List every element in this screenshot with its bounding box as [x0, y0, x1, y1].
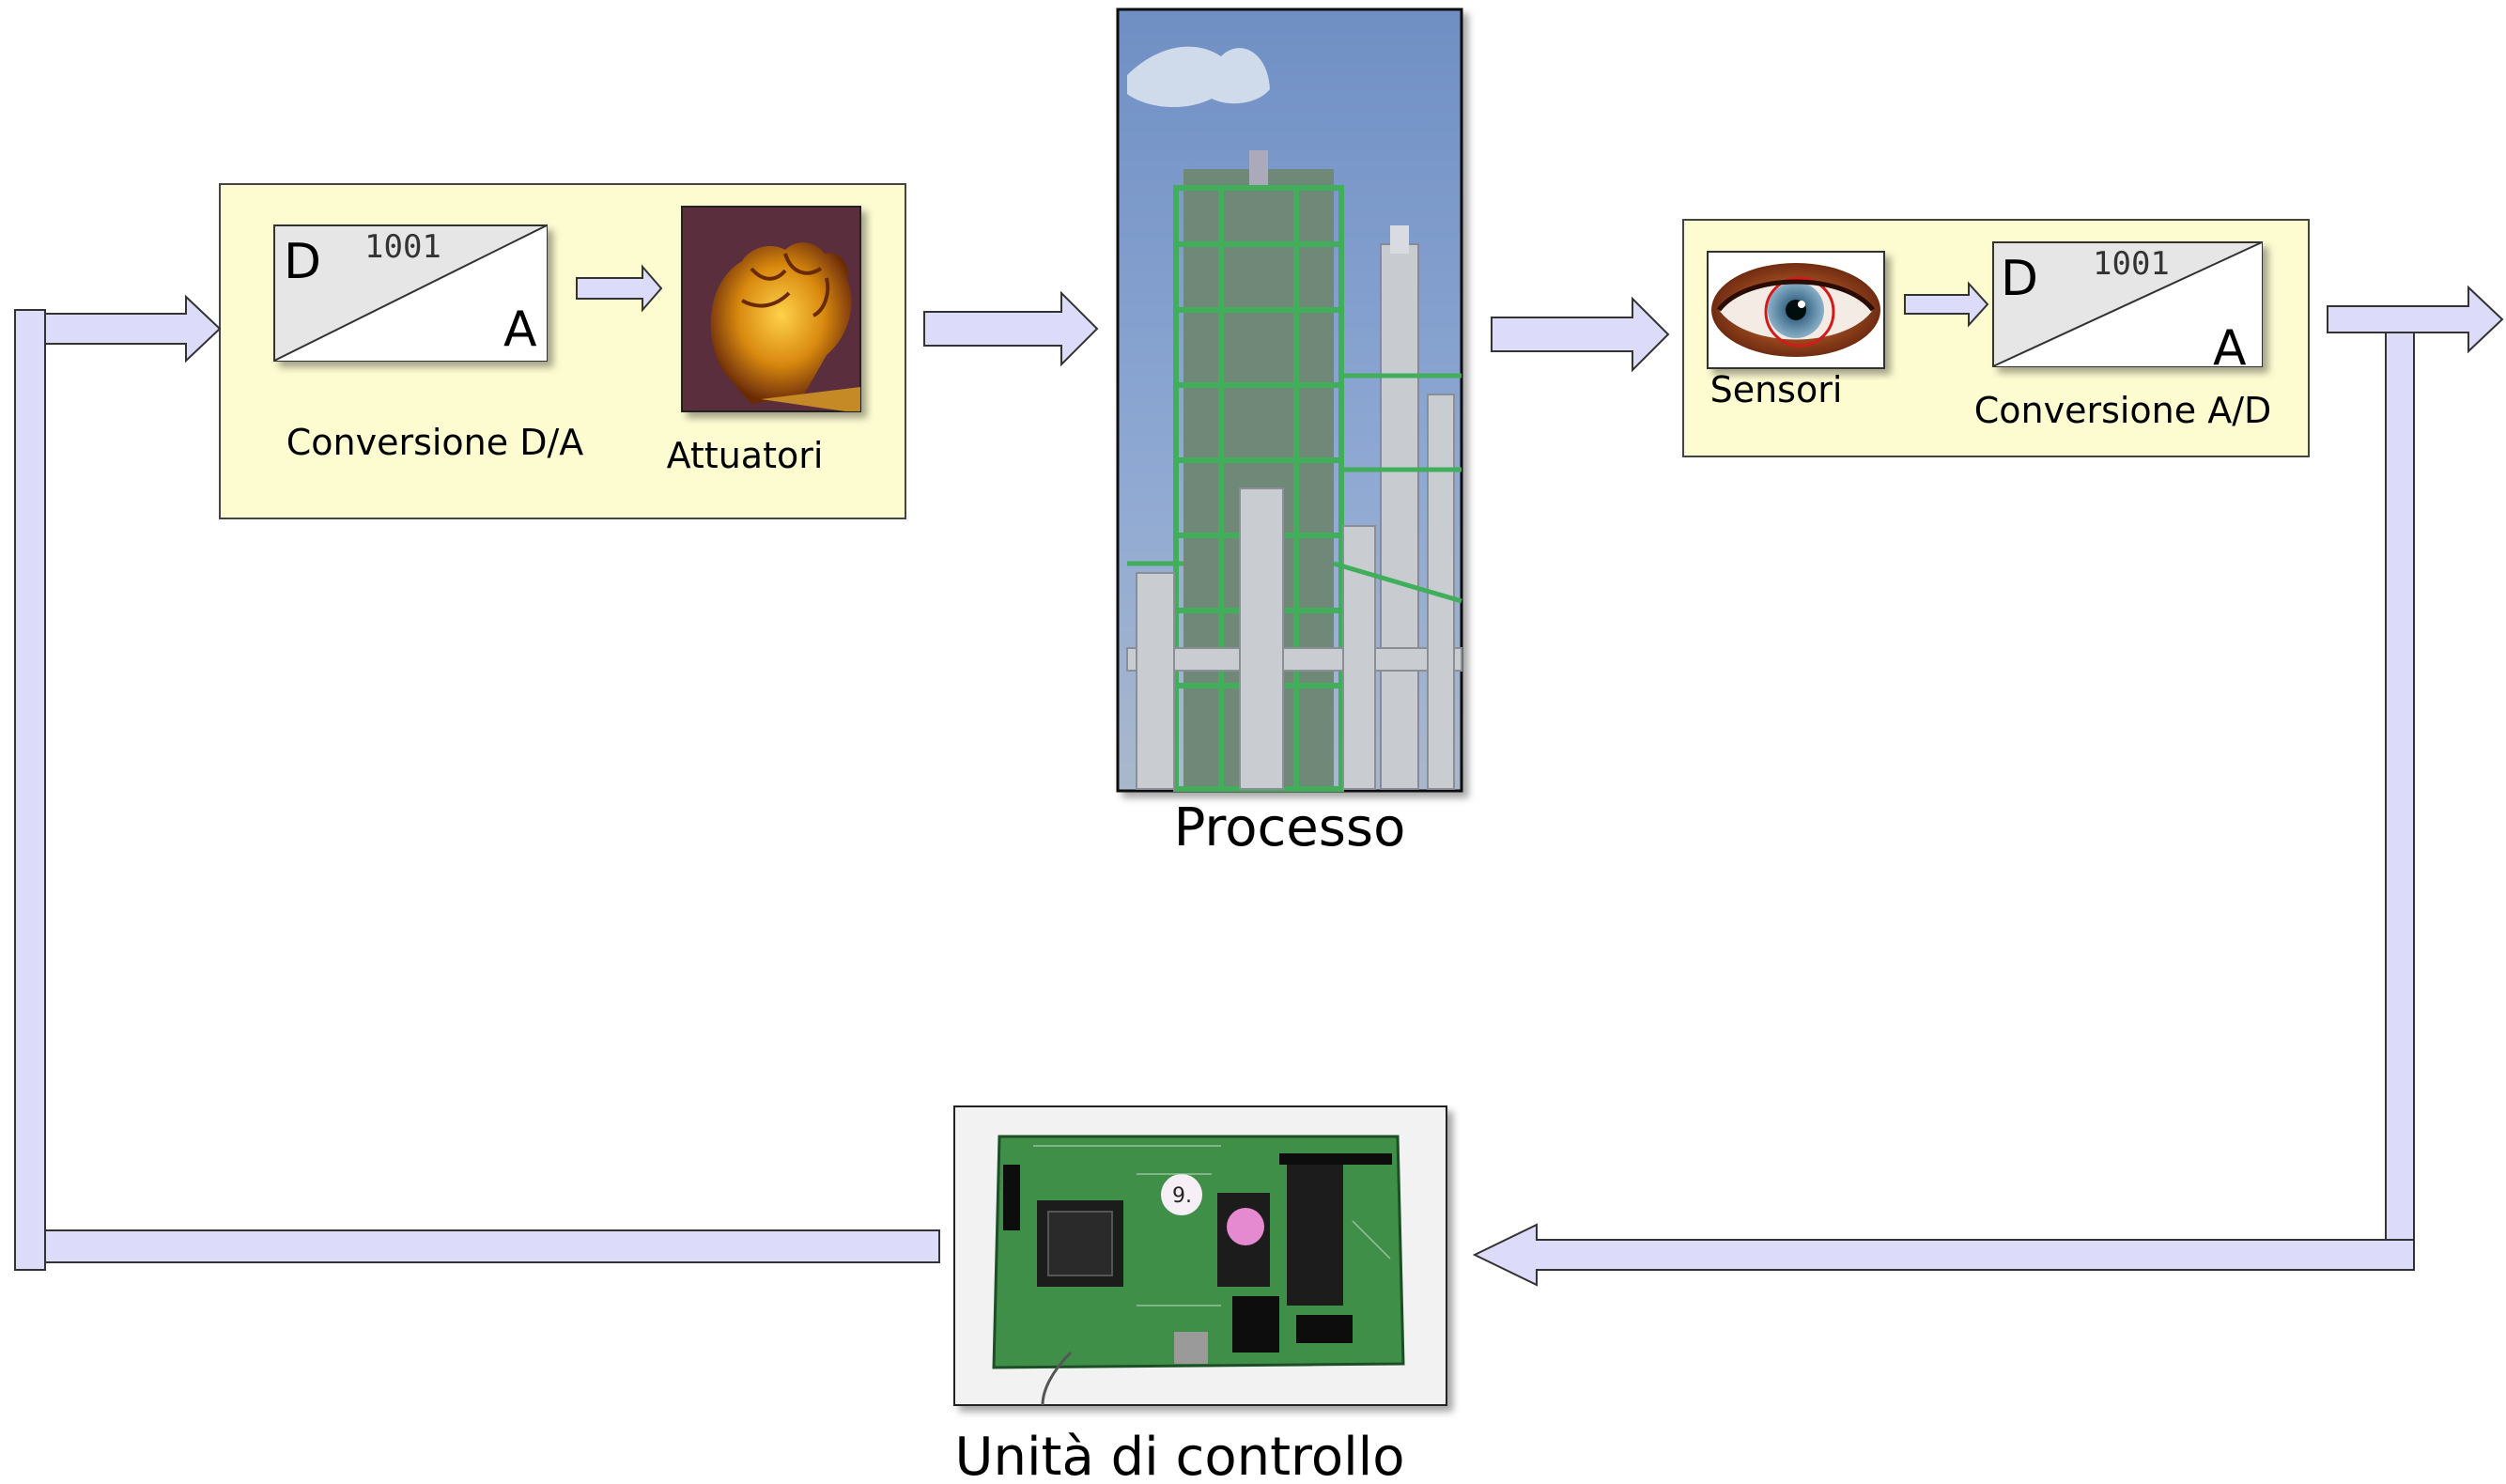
ad-letter-a: A: [2213, 320, 2247, 377]
left-feedback-bar: [14, 309, 46, 1271]
sensor-to-ad-arrow: [1904, 281, 1989, 328]
actuators-label: Attuatori: [667, 435, 824, 476]
da-letter-a: A: [503, 301, 537, 358]
fist-icon: [681, 206, 861, 412]
process-to-sensor-arrow: [1491, 296, 1670, 373]
da-converter-symbol: [273, 224, 548, 362]
da-digit-code: 1001: [364, 228, 441, 266]
da-letter-d: D: [284, 234, 321, 290]
ad-output-arrow: [2327, 285, 2504, 354]
da-conversion-label: Conversione D/A: [286, 422, 584, 463]
da-to-actuator-arrow: [576, 264, 663, 313]
process-label: Processo: [1174, 797, 1406, 858]
feedback-to-control-arrow: [1472, 1223, 2415, 1287]
ad-converter-symbol: [1992, 241, 2263, 367]
right-feedback-bar: [2385, 332, 2415, 1271]
actuator-to-process-arrow: [923, 290, 1099, 367]
svg-text:9.: 9.: [1172, 1184, 1192, 1208]
eye-icon: [1707, 251, 1885, 369]
control-to-da-arrow: [44, 294, 222, 363]
ad-letter-d: D: [2001, 251, 2038, 307]
ad-conversion-label: Conversione A/D: [1974, 390, 2272, 431]
ad-block: Sensori D 1001 A Conversione A/D: [1682, 219, 2310, 457]
ad-digit-code: 1001: [2093, 245, 2170, 283]
factory-icon: [1116, 8, 1463, 793]
control-unit-label: Unità di controllo: [955, 1427, 1405, 1484]
da-block: D 1001 A Conversione D/A Attuatori: [219, 183, 906, 519]
circuit-board-icon: 9.: [953, 1105, 1447, 1406]
sensors-label: Sensori: [1710, 369, 1843, 410]
control-output-bar: [27, 1229, 940, 1263]
